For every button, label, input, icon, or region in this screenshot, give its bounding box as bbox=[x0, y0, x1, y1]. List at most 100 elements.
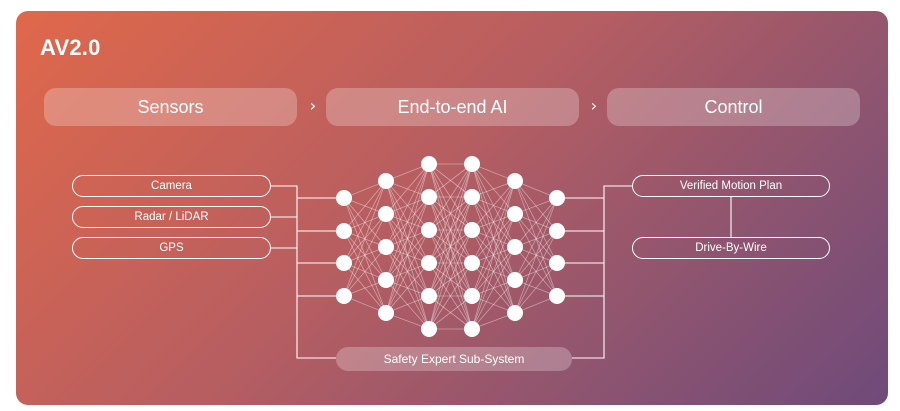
network-edge bbox=[428, 163, 473, 297]
network-edge bbox=[385, 262, 430, 314]
network-node bbox=[336, 255, 352, 271]
network-edge bbox=[428, 262, 473, 297]
network-edge bbox=[385, 163, 430, 248]
network-edge bbox=[343, 180, 387, 232]
network-edge bbox=[471, 213, 516, 264]
network-edge bbox=[471, 180, 516, 330]
network-node bbox=[336, 288, 352, 304]
network-node bbox=[336, 223, 352, 239]
network-node bbox=[378, 305, 394, 321]
network-edge bbox=[428, 163, 473, 198]
network-edge bbox=[428, 196, 473, 297]
network-node bbox=[421, 321, 437, 337]
network-node bbox=[507, 206, 523, 222]
network-edge bbox=[471, 246, 516, 330]
network-edge bbox=[514, 246, 558, 297]
output-drive-by-wire: Drive-By-Wire bbox=[632, 237, 830, 259]
network-node bbox=[378, 239, 394, 255]
output-connector bbox=[572, 185, 632, 359]
network-node bbox=[549, 288, 565, 304]
network-node bbox=[421, 156, 437, 172]
network-edge bbox=[343, 180, 387, 264]
network-edge bbox=[343, 213, 387, 264]
input-gps: GPS bbox=[72, 237, 271, 259]
network-edge bbox=[428, 229, 473, 330]
output-verified-motion-plan: Verified Motion Plan bbox=[632, 175, 830, 197]
chevron-right-icon: › bbox=[309, 96, 317, 115]
network-edge bbox=[428, 163, 473, 297]
network-edge bbox=[514, 213, 558, 264]
network-edge bbox=[428, 196, 473, 330]
network-edge bbox=[471, 180, 516, 297]
network-edge bbox=[343, 262, 387, 314]
network-edge bbox=[471, 180, 516, 231]
network-node bbox=[378, 272, 394, 288]
network-node bbox=[464, 255, 480, 271]
network-edge bbox=[471, 196, 516, 314]
network-edge bbox=[385, 196, 430, 314]
network-node bbox=[421, 255, 437, 271]
network-edge bbox=[428, 262, 473, 297]
network-edge bbox=[428, 295, 473, 330]
network-edge bbox=[343, 180, 387, 297]
network-edge bbox=[471, 163, 516, 281]
network-edge bbox=[514, 197, 558, 281]
network-edge bbox=[471, 229, 516, 281]
network-edge bbox=[343, 246, 387, 297]
network-node bbox=[507, 272, 523, 288]
network-edge bbox=[343, 213, 387, 297]
neural-network-graphic bbox=[271, 156, 732, 359]
network-edge bbox=[514, 180, 558, 264]
network-edge bbox=[385, 196, 430, 248]
network-node bbox=[464, 222, 480, 238]
network-edge bbox=[428, 196, 473, 330]
network-edge bbox=[428, 262, 473, 330]
network-edge bbox=[428, 196, 473, 231]
network-edge bbox=[514, 180, 558, 297]
network-edge bbox=[471, 196, 516, 281]
network-node bbox=[421, 288, 437, 304]
network-edge bbox=[343, 197, 387, 281]
network-edge bbox=[428, 196, 473, 264]
network-edge bbox=[343, 197, 387, 248]
network-edge bbox=[514, 262, 558, 314]
network-node bbox=[464, 189, 480, 205]
network-node bbox=[336, 190, 352, 206]
network-edge bbox=[428, 262, 473, 330]
network-node bbox=[549, 255, 565, 271]
network-node bbox=[464, 156, 480, 172]
network-edge bbox=[343, 197, 387, 314]
network-edge bbox=[428, 163, 473, 264]
stage-control: Control bbox=[607, 88, 860, 126]
network-node bbox=[549, 190, 565, 206]
network-edge bbox=[385, 163, 430, 215]
network-node bbox=[549, 223, 565, 239]
network-edge bbox=[428, 163, 473, 264]
network-node bbox=[507, 305, 523, 321]
network-edge bbox=[514, 197, 558, 248]
network-edge bbox=[385, 229, 430, 281]
network-edge bbox=[385, 196, 430, 281]
network-edge bbox=[428, 229, 473, 264]
network-edge bbox=[514, 213, 558, 297]
network-edge bbox=[343, 230, 387, 314]
network-edge bbox=[471, 196, 516, 248]
network-edge bbox=[471, 213, 516, 297]
network-edge bbox=[385, 229, 430, 314]
network-edge bbox=[428, 163, 473, 231]
network-edge bbox=[428, 163, 473, 330]
network-node bbox=[421, 222, 437, 238]
network-edge bbox=[428, 163, 473, 330]
network-edge bbox=[471, 246, 516, 297]
network-edge bbox=[385, 279, 430, 330]
network-edge bbox=[428, 196, 473, 297]
network-edge bbox=[385, 213, 430, 330]
network-edge bbox=[471, 163, 516, 215]
network-edge bbox=[385, 246, 430, 297]
network-edge bbox=[428, 196, 473, 264]
network-edge bbox=[385, 213, 430, 297]
network-edge bbox=[471, 163, 516, 314]
network-edge bbox=[471, 180, 516, 264]
network-node bbox=[464, 288, 480, 304]
network-edge bbox=[385, 163, 430, 314]
